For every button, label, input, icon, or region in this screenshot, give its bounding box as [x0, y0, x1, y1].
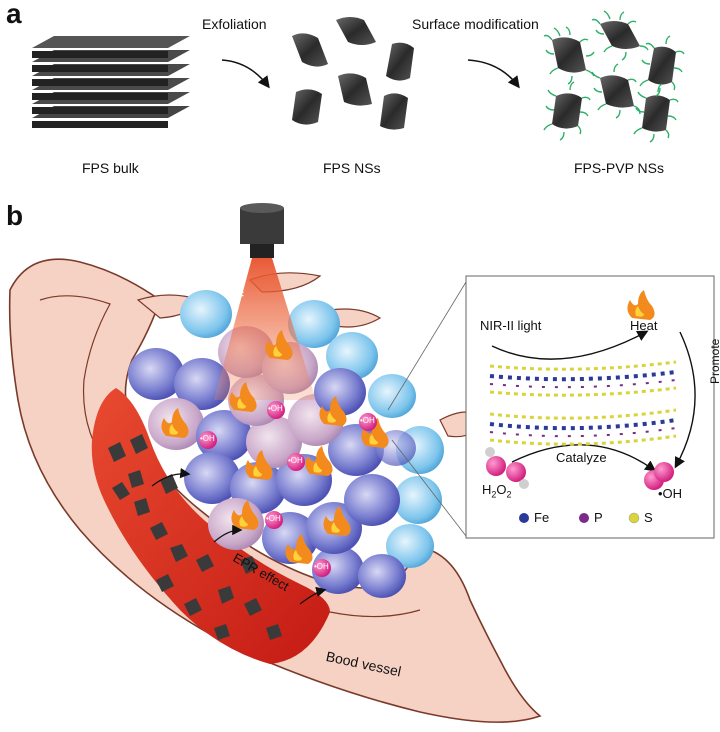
- blood-nanosheets: [108, 434, 282, 640]
- fps-bulk-label: FPS bulk: [82, 160, 139, 176]
- modification-arrow: [467, 59, 520, 89]
- uptake-arrow-2: [213, 524, 243, 543]
- exfoliation-arrow: [221, 59, 270, 89]
- h2o2-sub1: 2: [491, 489, 497, 500]
- fps-bulk-stack: [32, 36, 190, 128]
- fps-pvp-nss-label: FPS-PVP NSs: [574, 160, 664, 176]
- panel-b-letter: b: [6, 200, 24, 231]
- h2o2-sub2: 2: [506, 489, 512, 500]
- fps-crystal-layers: [489, 360, 677, 446]
- uptake-arrow-1: [151, 467, 191, 487]
- nir-laser-label: NIR-II: [232, 266, 246, 298]
- fps-pvp-nanosheets: [543, 10, 685, 143]
- surface-modification-label: Surface modification: [412, 16, 539, 32]
- heat-flames: [161, 330, 389, 564]
- oh-product-icon: [644, 462, 674, 490]
- promote-arrow: [674, 331, 696, 469]
- light-to-heat-arrow: [491, 330, 649, 360]
- h2o2-o: O: [496, 482, 507, 497]
- legend-fe-label: Fe: [534, 510, 550, 525]
- h2o2-h: H: [482, 482, 492, 497]
- h2o2-label: H2O2: [482, 482, 512, 500]
- oh-label-2: •OH: [200, 434, 215, 443]
- inset-box: [465, 275, 715, 539]
- catalyze-label: Catalyze: [556, 450, 607, 465]
- nir-light-label: NIR-II light: [480, 318, 542, 333]
- panel-a-letter: a: [6, 0, 22, 29]
- fps-nanosheets: [292, 17, 414, 130]
- promote-label: Promote: [708, 338, 720, 384]
- nir-laser: [214, 203, 316, 400]
- inset-heat-flame-icon: [627, 290, 655, 320]
- inset-connector-top: [387, 281, 467, 411]
- fps-nss-label: FPS NSs: [323, 160, 381, 176]
- oh-label-1: •OH: [268, 404, 283, 413]
- inset-oh-label: •OH: [658, 486, 683, 501]
- legend-fe-dot: [519, 513, 529, 523]
- oh-label-6: •OH: [314, 562, 329, 571]
- legend-s-label: S: [644, 510, 653, 525]
- oh-label-5: •OH: [266, 514, 281, 523]
- oh-label-3: •OH: [288, 456, 303, 465]
- inset-connector-bottom: [391, 439, 467, 537]
- legend-p-label: P: [594, 510, 603, 525]
- exfoliation-label: Exfoliation: [202, 16, 267, 32]
- legend-p-dot: [579, 513, 589, 523]
- oh-label-4: •OH: [360, 416, 375, 425]
- legend-s-dot: [628, 512, 640, 524]
- h2o2-molecule-icon: [485, 447, 529, 489]
- heat-label: Heat: [630, 318, 658, 333]
- hydroxyl-radicals: [199, 401, 377, 577]
- uptake-arrow-3: [299, 586, 327, 605]
